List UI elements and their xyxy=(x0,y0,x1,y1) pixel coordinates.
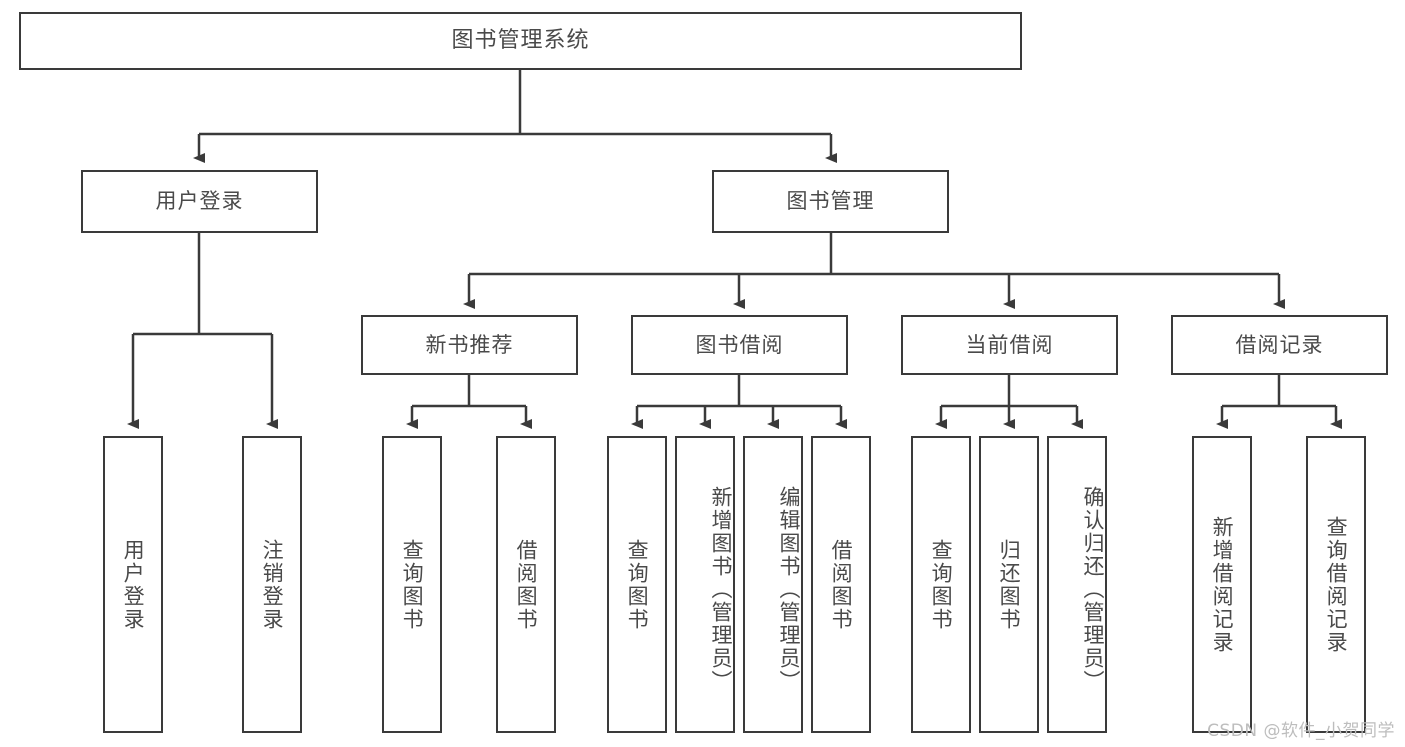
node-borrow-record[interactable]: 借阅记录 xyxy=(1171,315,1388,375)
leaf-current-borrow-confirm-return-admin[interactable]: 确认归还（管理员） xyxy=(1047,436,1107,733)
leaf-book-borrow-borrow-book[interactable]: 借阅图书 xyxy=(811,436,871,733)
node-book-management[interactable]: 图书管理 xyxy=(712,170,949,233)
leaf-borrow-record-add-record[interactable]: 新增借阅记录 xyxy=(1192,436,1252,733)
leaf-book-borrow-edit-book-admin[interactable]: 编辑图书（管理员） xyxy=(743,436,803,733)
node-root-book-management-system[interactable]: 图书管理系统 xyxy=(19,12,1022,70)
leaf-user-login-logout[interactable]: 注销登录 xyxy=(242,436,302,733)
leaf-book-borrow-add-book-admin[interactable]: 新增图书（管理员） xyxy=(675,436,735,733)
leaf-book-borrow-query-book[interactable]: 查询图书 xyxy=(607,436,667,733)
leaf-new-book-borrow-book[interactable]: 借阅图书 xyxy=(496,436,556,733)
leaf-user-login-login[interactable]: 用户登录 xyxy=(103,436,163,733)
csdn-watermark: CSDN @软件_小贺同学 xyxy=(1207,721,1395,741)
leaf-current-borrow-query-book[interactable]: 查询图书 xyxy=(911,436,971,733)
leaf-current-borrow-return-book[interactable]: 归还图书 xyxy=(979,436,1039,733)
node-new-book-recommend[interactable]: 新书推荐 xyxy=(361,315,578,375)
node-user-login[interactable]: 用户登录 xyxy=(81,170,318,233)
node-book-borrow[interactable]: 图书借阅 xyxy=(631,315,848,375)
leaf-borrow-record-query-record[interactable]: 查询借阅记录 xyxy=(1306,436,1366,733)
leaf-new-book-query-book[interactable]: 查询图书 xyxy=(382,436,442,733)
node-current-borrow[interactable]: 当前借阅 xyxy=(901,315,1118,375)
